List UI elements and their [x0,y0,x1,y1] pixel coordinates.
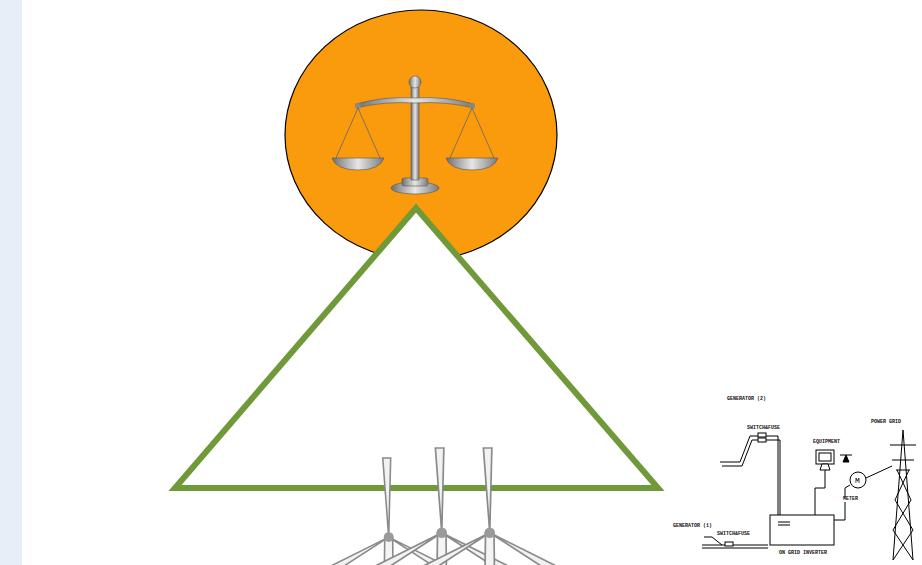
schematic-label: METER [842,497,859,502]
schematic-label: GENERATOR (2) [726,397,767,402]
schematic-label: EQUIPMENT [812,440,841,445]
schematic-label: SWITCH&FUSE [746,426,781,431]
schematic-label: SWITCH&FUSE [716,532,751,537]
side-strip [0,0,22,565]
scales-symbol [332,76,498,194]
wind-turbines [318,448,567,565]
schematic-label: GENERATOR (1) [672,524,713,529]
grid-schematic: M [702,424,922,565]
svg-text:M: M [855,476,860,485]
triangle [175,208,658,488]
schematic-label: ON GRID INVERTER [778,551,828,556]
schematic-label: POWER GRID [870,420,902,425]
